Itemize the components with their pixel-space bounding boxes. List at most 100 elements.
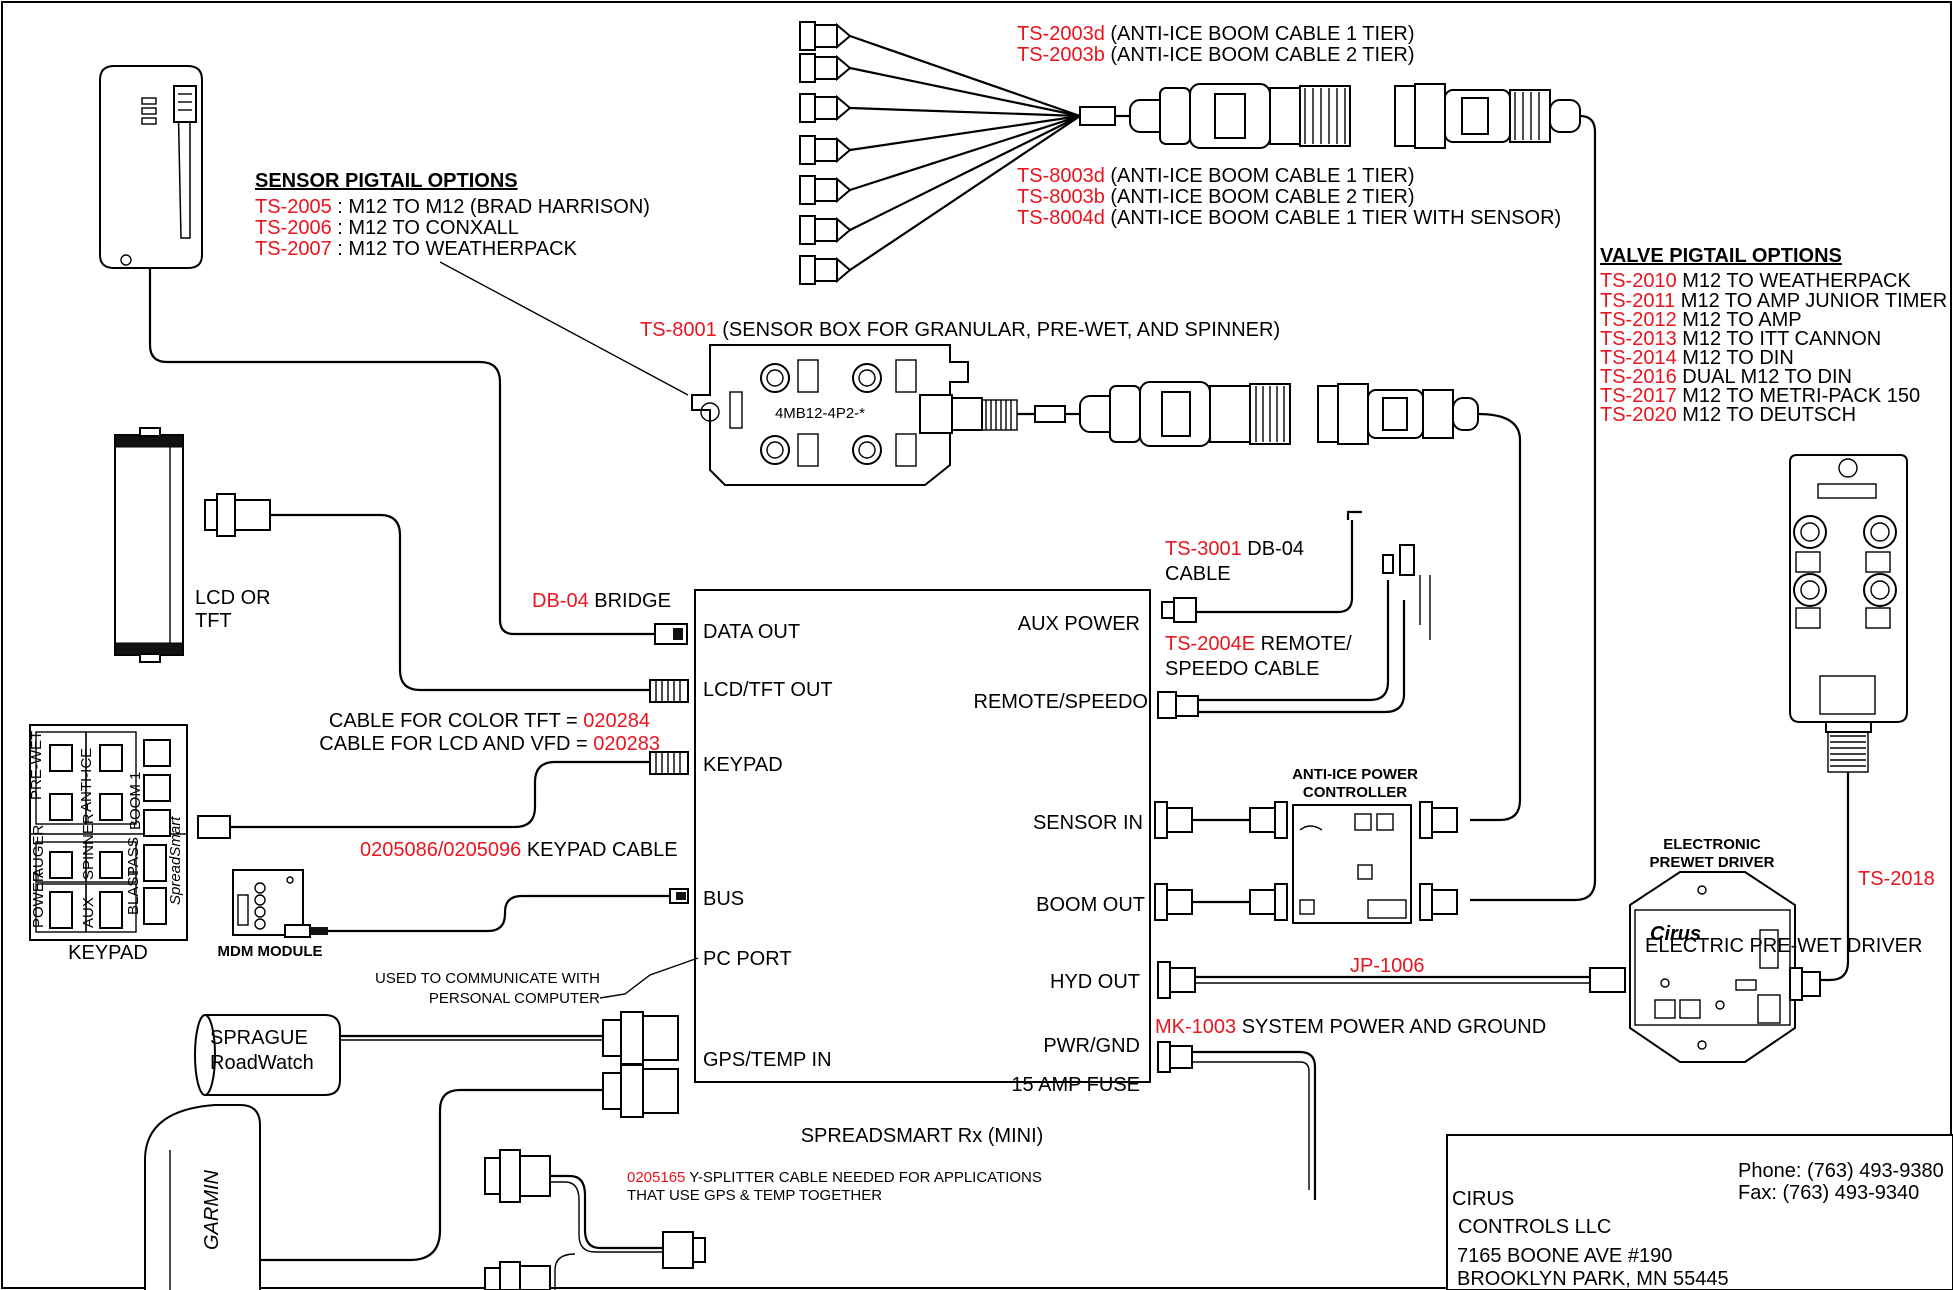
remote-speedo-cable (1157, 544, 1431, 719)
boom-cable-ends (799, 21, 852, 285)
valve-pigtail-item: TS-2010 M12 TO WEATHERPACK (1600, 270, 1912, 292)
bridge-label: DB-04 BRIDGE (532, 590, 671, 612)
valve-pigtail-item: TS-2017 M12 TO METRI-PACK 150 (1600, 385, 1920, 407)
pc-note: PERSONAL COMPUTER (429, 990, 600, 1007)
prewet-label: PREWET DRIVER (1649, 854, 1774, 871)
lcd-label: LCD OR (195, 587, 271, 609)
sensor-box-label: TS-8001 (SENSOR BOX FOR GRANULAR, PRE-WE… (640, 319, 1280, 341)
boom-connector-female (1394, 83, 1581, 149)
valve-box (1789, 454, 1908, 982)
valve-pigtail-heading: VALVE PIGTAIL OPTIONS (1600, 245, 1842, 267)
aux-cable-label: CABLE (1165, 563, 1231, 585)
valve-pigtail-item: TS-2013 M12 TO ITT CANNON (1600, 328, 1881, 350)
keypad-cable-label: 0205086/0205096 KEYPAD CABLE (360, 839, 678, 861)
keypad-key: POWER (30, 871, 47, 928)
prewet-brand: Cirus (1650, 923, 1701, 945)
power-cable-label: MK-1003 SYSTEM POWER AND GROUND (1155, 1016, 1546, 1038)
sensor-pigtail-item: TS-2005 : M12 TO M12 (BRAD HARRISON) (255, 196, 650, 218)
prewet-driver: ELECTRONIC PREWET DRIVER Cirus ELECTRIC … (1629, 836, 1922, 1063)
company-fax: Fax: (763) 493-9340 (1738, 1182, 1919, 1204)
sprague-label: RoadWatch (210, 1052, 314, 1074)
keypad-key: AUX (80, 897, 97, 928)
power-cable (1157, 1041, 1317, 1200)
valve-pigtail-item: TS-2016 DUAL M12 TO DIN (1600, 366, 1852, 388)
sprague-roadwatch: SPRAGUE RoadWatch (194, 1014, 603, 1096)
remote-cable-label: TS-2004E REMOTE/ (1165, 633, 1352, 655)
mdm-label: MDM MODULE (218, 943, 323, 960)
keypad-key: PRE-WET (28, 731, 45, 800)
company-address: 7165 BOONE AVE #190 (1457, 1245, 1672, 1267)
hyd-out-cable (1157, 961, 1626, 999)
prewet-label: ELECTRONIC (1663, 836, 1761, 853)
port-fuse: 15 AMP FUSE (1011, 1074, 1140, 1096)
company-phone: Phone: (763) 493-9380 (1738, 1160, 1944, 1182)
controller-title: SPREADSMART Rx (MINI) (801, 1125, 1044, 1147)
sensor-pigtail-item: TS-2007 : M12 TO WEATHERPACK (255, 238, 578, 260)
bridge-connector (654, 623, 688, 645)
lcd-cable (204, 493, 689, 703)
ts2018-label: TS-2018 (1858, 868, 1935, 890)
anti-ice-label: ANTI-ICE POWER (1292, 766, 1418, 783)
lcd-cable-label: CABLE FOR LCD AND VFD = 020283 (319, 733, 660, 755)
prewet-sub: ELECTRIC PRE-WET DRIVER (1645, 935, 1922, 957)
port-hyd-out: HYD OUT (1050, 971, 1140, 993)
valve-pigtail-options: VALVE PIGTAIL OPTIONS TS-2010 M12 TO WEA… (1600, 245, 1947, 426)
port-boom-out: BOOM OUT (1036, 894, 1145, 916)
port-sensor-in: SENSOR IN (1033, 812, 1143, 834)
keypad-key: BOOM 1 (127, 772, 144, 830)
keypad-label: KEYPAD (68, 942, 148, 964)
sprague-label: SPRAGUE (210, 1027, 308, 1049)
boom-cable-label: TS-2003d (ANTI-ICE BOOM CABLE 1 TIER) (1017, 23, 1415, 45)
garmin-label: GARMIN (201, 1169, 223, 1250)
keypad-key: PASS (125, 837, 142, 876)
aux-power-cable (1161, 510, 1362, 623)
temperature-sensor (99, 65, 660, 636)
sensor-box: TS-8001 (SENSOR BOX FOR GRANULAR, PRE-WE… (640, 319, 1522, 822)
boom-cable-label: TS-2003b (ANTI-ICE BOOM CABLE 2 TIER) (1017, 44, 1415, 66)
sensor-box-print: 4MB12-4P2-* (775, 405, 865, 422)
boom-out-cable (1154, 883, 1458, 921)
splitter-label: 0205165 Y-SPLITTER CABLE NEEDED FOR APPL… (627, 1169, 1042, 1186)
spreadsmart-controller: SPREADSMART Rx (MINI) DATA OUT LCD/TFT O… (694, 589, 1151, 1147)
valve-pigtail-item: TS-2014 M12 TO DIN (1600, 347, 1794, 369)
sensor-pigtail-item: TS-2006 : M12 TO CONXALL (255, 217, 519, 239)
keypad-key: AUGER (30, 824, 47, 878)
hyd-cable-label: JP-1006 (1350, 955, 1425, 977)
pc-note: USED TO COMMUNICATE WITH (375, 970, 600, 987)
sensor-pigtail-heading: SENSOR PIGTAIL OPTIONS (255, 170, 518, 192)
port-lcd-tft-out: LCD/TFT OUT (703, 679, 833, 701)
port-bus: BUS (703, 888, 744, 910)
keypad-brand: SpreadSmart (167, 816, 184, 905)
valve-pigtail-item: TS-2012 M12 TO AMP (1600, 309, 1802, 331)
company-address: BROOKLYN PARK, MN 55445 (1457, 1268, 1729, 1290)
tft-cable-label: CABLE FOR COLOR TFT = 020284 (329, 710, 650, 732)
port-aux-power: AUX POWER (1018, 613, 1140, 635)
garmin-gps: GARMIN (144, 1088, 603, 1290)
boom-cable-label: TS-8003b (ANTI-ICE BOOM CABLE 2 TIER) (1017, 186, 1415, 208)
keypad-cable (197, 751, 689, 839)
keypad-key: BLAST (125, 867, 142, 915)
remote-cable-label: SPEEDO CABLE (1165, 658, 1320, 680)
keypad-key: ANTI-ICE (78, 748, 95, 812)
valve-pigtail-item: TS-2011 M12 TO AMP JUNIOR TIMER (1600, 290, 1947, 312)
boom-cable-label: TS-8004d (ANTI-ICE BOOM CABLE 1 TIER WIT… (1017, 207, 1561, 229)
port-pwr-gnd: PWR/GND (1043, 1035, 1140, 1057)
port-remote-speedo: REMOTE/SPEEDO (974, 691, 1148, 713)
y-splitter-cable (484, 1149, 706, 1290)
boom-cable-label: TS-8003d (ANTI-ICE BOOM CABLE 1 TIER) (1017, 165, 1415, 187)
keypad: PRE-WET ANTI-ICE BOOM 1 AUGER SPINNER BL… (28, 724, 188, 964)
anti-ice-boom-cable: TS-2003d (ANTI-ICE BOOM CABLE 1 TIER) TS… (799, 21, 1597, 902)
sensor-in-cable (1154, 801, 1458, 839)
splitter-label: THAT USE GPS & TEMP TOGETHER (627, 1187, 882, 1204)
lcd-display: LCD OR TFT (114, 427, 271, 663)
gps-temp-connectors (602, 1011, 679, 1118)
lcd-label: TFT (195, 610, 232, 632)
valve-pigtail-item: TS-2020 M12 TO DEUTSCH (1600, 404, 1856, 426)
port-data-out: DATA OUT (703, 621, 800, 643)
keypad-key: SPINNER (80, 813, 97, 880)
port-keypad: KEYPAD (703, 754, 783, 776)
company-name-2: CONTROLS LLC (1458, 1216, 1611, 1238)
port-pc: PC PORT (703, 948, 792, 970)
ts2018-connector (1789, 967, 1821, 1001)
